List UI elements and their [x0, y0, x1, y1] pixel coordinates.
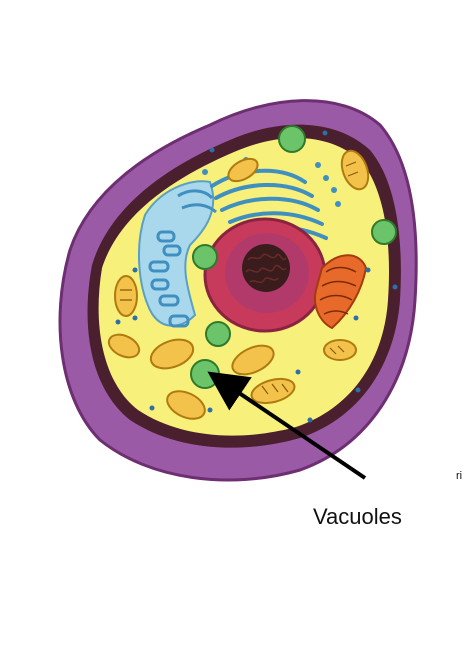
callout-arrow — [207, 371, 367, 480]
vacuoles — [190, 125, 397, 389]
corner-text: ri — [456, 470, 462, 482]
ribosomes — [115, 130, 398, 423]
nucleolus — [242, 244, 290, 292]
smooth-er — [314, 254, 368, 330]
mitochondria-cristae — [120, 161, 359, 395]
mitochondria — [107, 149, 370, 420]
er-tubes — [148, 189, 217, 328]
smooth-er-lines — [319, 266, 357, 315]
callout-label: Vacuoles — [313, 504, 402, 529]
chromatin — [245, 253, 287, 284]
